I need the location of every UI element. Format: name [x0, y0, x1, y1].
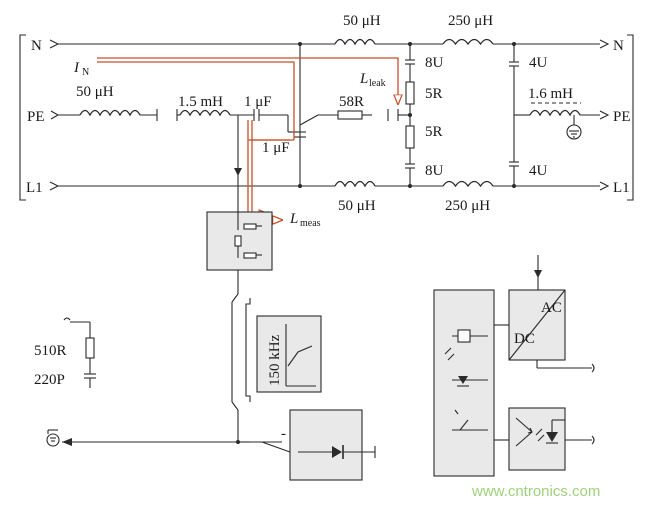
output-line [62, 438, 291, 453]
converter-ac-label: AC [541, 300, 562, 316]
inductor-1-5mh [176, 109, 254, 121]
l1-line [49, 181, 610, 191]
capacitor-1uf-top [253, 109, 288, 121]
resistor-58r-label: 58R [339, 94, 364, 110]
resistor-510r-label: 510R [34, 343, 67, 359]
measure-feed-wire [234, 115, 242, 212]
current-meas-subscript: meas [300, 218, 321, 229]
inductor-1-6mh-label: 1.6 mH [528, 86, 573, 102]
inductor-l1-50uh [334, 180, 376, 188]
switch-58r [299, 110, 372, 126]
diode-box [289, 409, 376, 481]
current-leak-subscript: leak [369, 78, 386, 89]
inductor-l1-250uh-label: 250 μH [445, 198, 490, 214]
inductor-n-250uh-label: 250 μH [448, 13, 493, 29]
watermark: www.cntronics.com [471, 483, 600, 500]
cap-res-column-410 [405, 42, 415, 188]
optocoupler-box [494, 407, 595, 471]
current-leak-label: L [359, 71, 368, 87]
terminal-pe-left: PE [27, 109, 45, 125]
inductor-pe-50uh-label: 50 μH [76, 84, 114, 100]
terminal-n-left: N [31, 38, 42, 54]
terminal-n-right: N [613, 38, 624, 54]
vertical-bus-300 [298, 42, 302, 188]
cap-column-514 [509, 42, 519, 188]
measure-down-wire [231, 270, 240, 444]
ground-symbol-pe [566, 115, 582, 140]
inductor-n-50uh-label: 50 μH [343, 13, 381, 29]
inductor-n-50uh [334, 38, 376, 46]
ac-dc-converter [494, 255, 595, 373]
current-meas-label: L [289, 211, 298, 227]
minus-sign: - [281, 426, 286, 442]
inductor-1-5mh-label: 1.5 mH [178, 94, 223, 110]
filter-150khz-label: 150 kHz [267, 334, 283, 386]
cap-8u-bottom-label: 8U [425, 163, 444, 179]
capacitor-1uf-top-label: 1 μF [244, 94, 272, 110]
cap-8u-top-label: 8U [425, 55, 444, 71]
capacitor-1uf-bottom [287, 115, 306, 138]
res-5r-top-label: 5R [425, 86, 443, 102]
measurement-current-path [97, 57, 398, 220]
outer-bracket-left [19, 34, 26, 201]
current-in-subscript: N [82, 67, 89, 78]
current-in-label: I [73, 60, 80, 76]
terminal-l1-right: L1 [613, 180, 630, 196]
terminal-l1-left: L1 [26, 180, 43, 196]
ground-symbol-output [46, 429, 60, 447]
cap-4u-top-label: 4U [529, 55, 548, 71]
instrument-box [433, 289, 495, 477]
rc-network [63, 317, 96, 388]
pe-right-line [514, 102, 610, 120]
res-5r-bottom-label: 5R [425, 124, 443, 140]
outer-bracket-right [627, 34, 634, 201]
inductor-n-250uh [442, 38, 494, 46]
cap-4u-bottom-label: 4U [529, 163, 548, 179]
inductor-l1-250uh [442, 180, 494, 188]
leak-contact [387, 109, 410, 121]
filter-150khz-box [245, 298, 322, 402]
inductor-l1-50uh-label: 50 μH [338, 198, 376, 214]
converter-dc-label: DC [514, 331, 535, 347]
terminal-pe-right: PE [613, 109, 631, 125]
n-line [49, 39, 610, 49]
pe-left-line [50, 109, 158, 121]
capacitor-1uf-bottom-label: 1 μF [262, 140, 290, 156]
measurement-box [206, 211, 273, 271]
capacitor-220p-label: 220P [34, 372, 65, 388]
